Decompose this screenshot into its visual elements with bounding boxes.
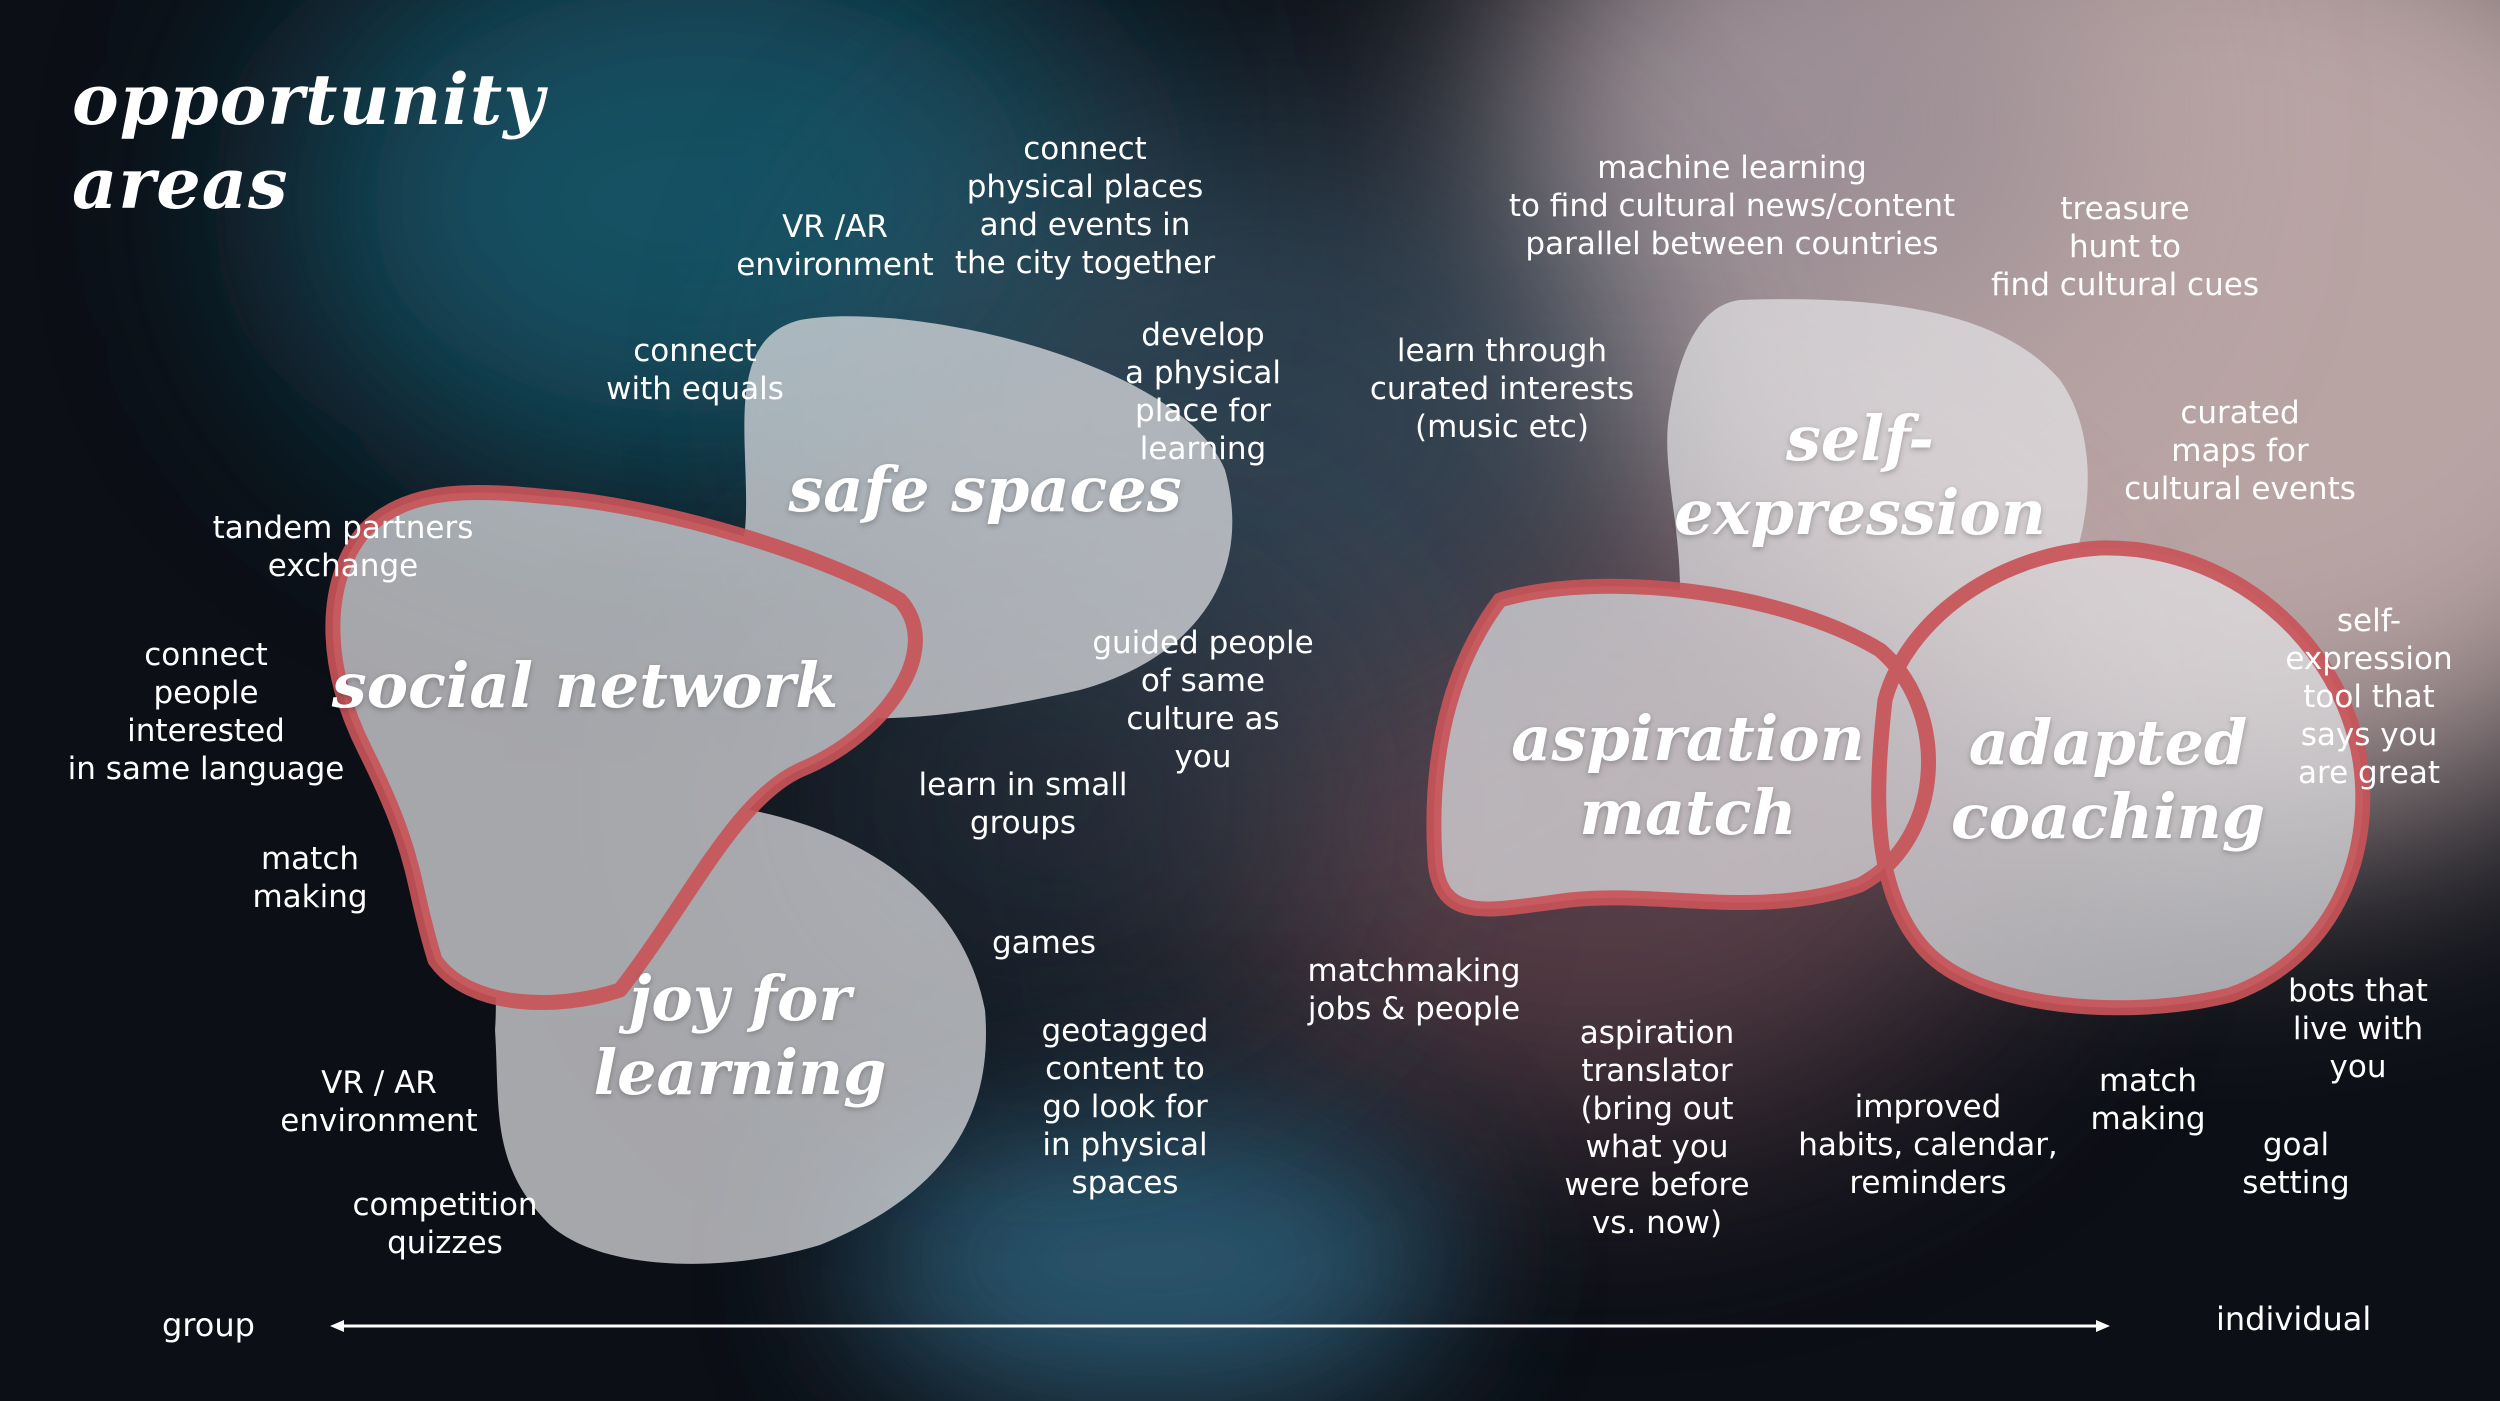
note-match-making-right: match making — [2090, 1063, 2206, 1137]
note-treasure-hunt: treasure hunt to find cultural cues — [1991, 191, 2259, 303]
note-tandem-partners: tandem partners exchange — [212, 510, 474, 584]
note-goal-setting: goal setting — [2242, 1127, 2350, 1201]
axis-label-group: group — [162, 1306, 255, 1344]
note-connect-physical-places: connect physical places and events in th… — [954, 131, 1216, 281]
note-aspiration-translator: aspiration translator (bring out what yo… — [1564, 1015, 1750, 1241]
note-improved-habits: improved habits, calendar, reminders — [1798, 1089, 2058, 1201]
page-title: opportunity areas — [72, 58, 545, 225]
aspiration-match-blob — [1433, 586, 1929, 909]
social-network-outline — [325, 484, 923, 1010]
note-learn-curated-interests: learn through curated interests (music e… — [1369, 333, 1635, 445]
note-match-making-left: match making — [252, 841, 368, 915]
adapted-coaching-outline — [1871, 540, 2371, 1016]
note-vr-ar-environment-top: VR /AR environment — [736, 209, 934, 283]
cluster-label-self-expression: self- expression — [1674, 402, 2046, 549]
group-individual-axis — [330, 1320, 2110, 1332]
note-competition-quizzes: competition quizzes — [352, 1187, 538, 1261]
note-connect-with-equals: connect with equals — [606, 333, 784, 407]
note-machine-learning: machine learning to find cultural news/c… — [1508, 150, 1956, 262]
note-curated-maps: curated maps for cultural events — [2124, 395, 2356, 507]
note-geotagged-content: geotagged content to go look for in phys… — [1041, 1013, 1209, 1201]
note-matchmaking-jobs: matchmaking jobs & people — [1307, 953, 1521, 1027]
aspiration-match-outline — [1426, 578, 1936, 917]
cluster-label-adapted-coaching: adapted coaching — [1950, 706, 2266, 853]
cluster-label-social-network: social network — [331, 649, 839, 722]
axis-arrow-right-icon — [2096, 1320, 2110, 1332]
note-self-expression-tool: self- expression tool that says you are … — [2285, 603, 2453, 791]
social-network-blob — [332, 492, 916, 1003]
cluster-label-aspiration-match: aspiration match — [1511, 702, 1865, 849]
note-learn-small-groups: learn in small groups — [918, 767, 1128, 841]
note-bots-live-with-you: bots that live with you — [2288, 973, 2428, 1085]
note-vr-ar-environment-bottom: VR / AR environment — [280, 1065, 478, 1139]
note-games: games — [991, 925, 1097, 961]
note-connect-people-language: connect people interested in same langua… — [67, 637, 345, 787]
adapted-coaching-blob — [1878, 547, 2363, 1008]
axis-label-individual: individual — [2216, 1300, 2372, 1338]
cluster-label-joy-for-learning: joy for learning — [593, 962, 887, 1109]
cluster-label-safe-spaces: safe spaces — [788, 453, 1182, 526]
joy-for-learning-blob — [494, 799, 987, 1264]
note-guided-people: guided people of same culture as you — [1092, 625, 1314, 775]
note-develop-physical-place: develop a physical place for learning — [1125, 317, 1281, 467]
axis-arrow-left-icon — [330, 1320, 344, 1332]
